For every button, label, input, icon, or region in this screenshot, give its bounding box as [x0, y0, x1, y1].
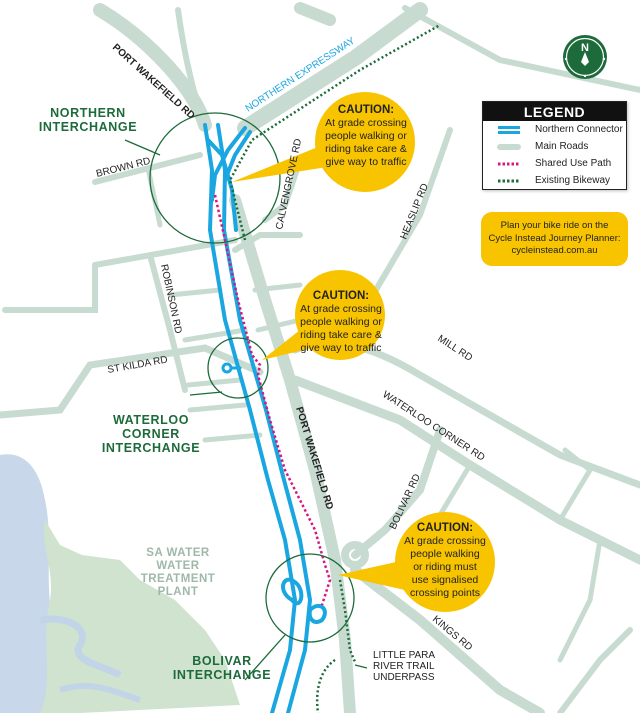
svg-text:PLANT: PLANT [158, 586, 199, 598]
northern-connector-route [203, 123, 327, 713]
svg-text:INTERCHANGE: INTERCHANGE [102, 441, 200, 455]
svg-text:UNDERPASS: UNDERPASS [373, 672, 435, 683]
sa-water-plant-label: SA WATER WATER TREATMENT PLANT [141, 547, 216, 598]
svg-text:WATER: WATER [156, 560, 199, 572]
parkland-area [39, 520, 240, 713]
caution-waterloo: CAUTION: At grade crossing people walkin… [300, 290, 382, 354]
caution-bolivar: CAUTION: At grade crossing people walkin… [404, 522, 486, 599]
cycleinstead-link[interactable]: cycleinstead.com.au [511, 245, 598, 257]
svg-text:TREATMENT: TREATMENT [141, 573, 216, 585]
svg-text:INTERCHANGE: INTERCHANGE [39, 120, 137, 134]
legend-item-northern-connector: Northern Connector [483, 121, 626, 138]
caution-bubbles [295, 92, 495, 612]
svg-text:LITTLE PARA: LITTLE PARA [373, 650, 435, 661]
shared-use-path [213, 194, 332, 606]
legend-item-main-roads: Main Roads [483, 138, 626, 155]
svg-text:N: N [581, 42, 589, 54]
bolivar-interchange-label: BOLIVAR [192, 654, 252, 668]
journey-planner-note: Plan your bike ride on the Cycle Instead… [481, 212, 628, 266]
waterloo-corner-interchange-label: WATERLOO [113, 413, 189, 427]
legend-item-shared-use-path: Shared Use Path [483, 155, 626, 172]
little-para-underpass-label: LITTLE PARA RIVER TRAIL UNDERPASS [373, 650, 435, 683]
caution-pointers [232, 140, 405, 590]
existing-bikeway [228, 23, 441, 713]
svg-text:SA WATER: SA WATER [146, 547, 210, 559]
svg-text:RIVER TRAIL: RIVER TRAIL [373, 661, 435, 672]
northern-interchange-label: NORTHERN [50, 106, 126, 120]
road-label-mill: MILL RD [435, 333, 474, 364]
magenta-dotted-line-icon [483, 161, 535, 167]
interchange-labels: NORTHERN INTERCHANGE WATERLOO CORNER INT… [39, 106, 271, 682]
road-label-port-wakefield-south: PORT WAKEFIELD RD [293, 406, 335, 511]
legend: LEGEND Northern Connector Main Roads Sha… [482, 101, 627, 190]
double-blue-line-icon [483, 125, 535, 135]
green-dotted-line-icon [483, 178, 535, 184]
road-label-calvengrove: CALVENGROVE RD [274, 138, 304, 231]
legend-item-existing-bikeway: Existing Bikeway [483, 172, 626, 189]
main-road-band-icon [483, 143, 535, 151]
compass-north-icon: N [563, 35, 607, 79]
road-label-heaslip: HEASLIP RD [399, 182, 431, 241]
svg-text:CORNER: CORNER [122, 427, 180, 441]
caution-northern: CAUTION: At grade crossing people walkin… [325, 104, 407, 168]
svg-text:INTERCHANGE: INTERCHANGE [173, 668, 271, 682]
interchange-circles [124, 112, 368, 681]
legend-title: LEGEND [483, 102, 626, 121]
